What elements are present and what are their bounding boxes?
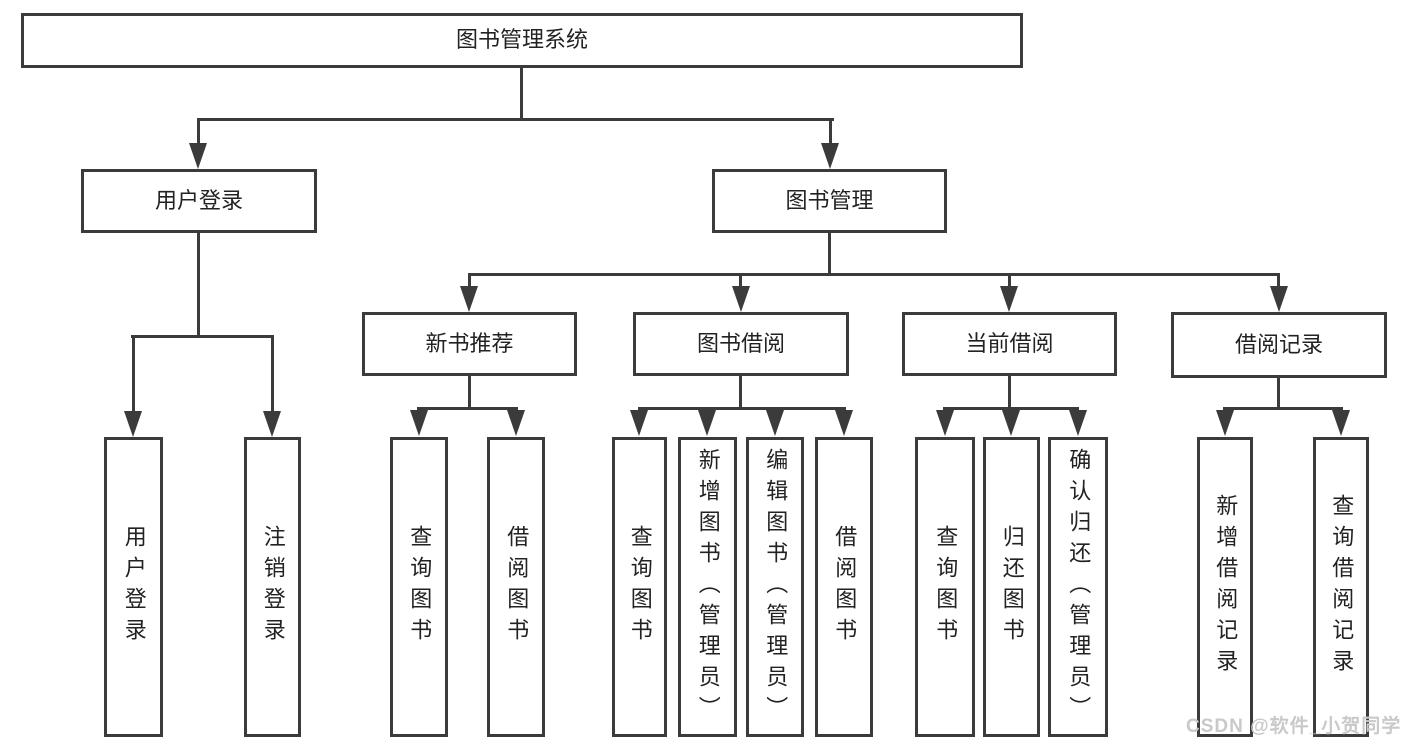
node-book-management: 图书管理 [712,169,947,233]
connector-line [197,233,200,335]
connector-line [739,273,742,288]
leaf-query-books: 查询图书 [915,437,975,737]
connector-line [417,407,518,410]
node-borrowing-records: 借阅记录 [1171,312,1387,378]
csdn-watermark: CSDN @软件_小贺同学 [1186,716,1402,737]
leaf-query-books: 查询图书 [612,437,667,737]
arrow-down-icon [821,143,839,169]
connector-line [197,118,200,146]
connector-line [1223,407,1343,410]
connector-line [829,118,832,146]
connector-line [638,407,846,410]
node-book-borrowing: 图书借阅 [633,312,849,376]
node-user-login: 用户登录 [81,169,317,233]
arrow-down-icon [1332,410,1350,436]
leaf-logout: 注销登录 [244,437,301,737]
arrow-down-icon [698,410,716,436]
connector-line [828,233,831,273]
arrow-down-icon [189,143,207,169]
leaf-query-borrow-record: 查询借阅记录 [1313,437,1369,737]
arrow-down-icon [1002,410,1020,436]
connector-line [1008,273,1011,288]
leaf-edit-books-admin: 编辑图书（管理员） [746,437,804,737]
arrow-down-icon [936,410,954,436]
connector-line [1277,273,1280,288]
connector-line [943,407,1079,410]
leaf-return-books: 归还图书 [983,437,1040,737]
connector-line [197,118,834,121]
arrow-down-icon [1216,410,1234,436]
leaf-user-login: 用户登录 [104,437,163,737]
connector-line [1008,376,1011,407]
node-new-book-recommend: 新书推荐 [362,312,577,376]
connector-line [468,273,1280,276]
node-current-borrowing: 当前借阅 [902,312,1117,376]
arrow-down-icon [766,410,784,436]
arrow-down-icon [630,410,648,436]
leaf-add-books-admin: 新增图书（管理员） [678,437,737,737]
arrow-down-icon [507,410,525,436]
leaf-borrow-books: 借阅图书 [487,437,545,737]
connector-line [271,335,274,413]
arrow-down-icon [732,286,750,312]
leaf-borrow-books: 借阅图书 [815,437,873,737]
arrow-down-icon [1069,410,1087,436]
connector-line [1277,378,1280,407]
arrow-down-icon [1270,286,1288,312]
connector-line [468,273,471,288]
connector-line [468,376,471,407]
arrow-down-icon [1000,286,1018,312]
arrow-down-icon [835,410,853,436]
connector-line [131,335,274,338]
arrow-down-icon [263,411,281,437]
leaf-add-borrow-record: 新增借阅记录 [1197,437,1253,737]
arrow-down-icon [124,411,142,437]
connector-line [739,376,742,407]
connector-line [520,68,523,118]
leaf-query-books: 查询图书 [390,437,448,737]
connector-line [132,335,135,413]
leaf-confirm-return-admin: 确认归还（管理员） [1048,437,1108,737]
arrow-down-icon [460,286,478,312]
arrow-down-icon [410,410,428,436]
node-root-system: 图书管理系统 [21,13,1023,68]
